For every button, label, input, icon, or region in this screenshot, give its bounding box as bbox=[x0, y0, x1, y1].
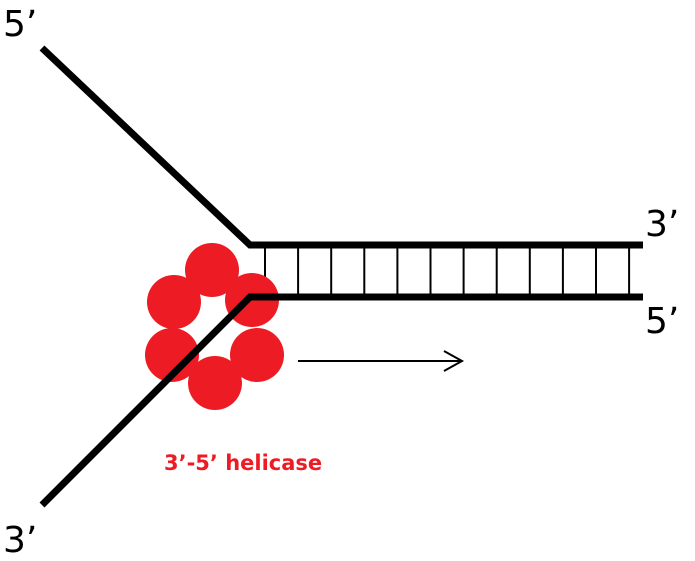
label-bottom-left-3prime: 3’ bbox=[3, 520, 37, 561]
helicase-subunit bbox=[145, 328, 199, 382]
base-pairs bbox=[264, 245, 631, 297]
helicase-label: 3’-5’ helicase bbox=[164, 451, 322, 475]
helicase-ring bbox=[145, 243, 284, 410]
label-top-left-5prime: 5’ bbox=[3, 4, 37, 45]
helicase-subunit bbox=[185, 243, 239, 297]
helicase-subunit bbox=[147, 275, 201, 329]
top-strand bbox=[39, 45, 643, 249]
direction-arrow bbox=[298, 350, 465, 372]
helicase-subunit bbox=[230, 328, 284, 382]
label-bottom-right-5prime: 5’ bbox=[645, 301, 679, 342]
bottom-strand bbox=[39, 293, 643, 508]
label-top-right-3prime: 3’ bbox=[645, 204, 679, 245]
helicase-subunit bbox=[188, 356, 242, 410]
